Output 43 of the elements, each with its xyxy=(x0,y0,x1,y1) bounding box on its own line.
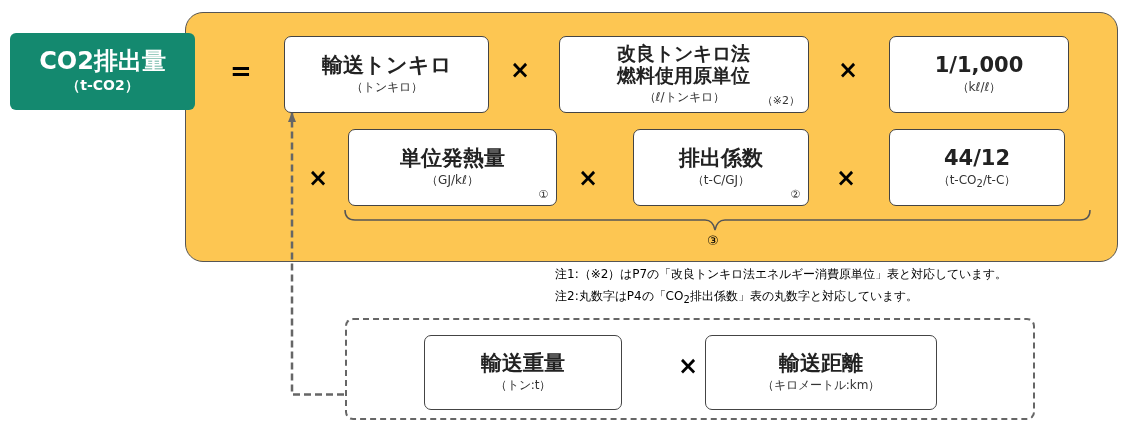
term-title: 1/1,000 xyxy=(934,52,1024,78)
multiply-sign: × xyxy=(678,352,699,380)
unit-text: （トンキロ） xyxy=(350,79,423,97)
unit-text: （kℓ/ℓ） xyxy=(956,79,1002,97)
multiply-sign: × xyxy=(308,164,329,192)
note-mark: ② xyxy=(790,188,800,201)
term-box xyxy=(889,129,1065,206)
unit-text: （トン:t） xyxy=(494,377,552,395)
unit-text: （t-C/GJ） xyxy=(691,172,751,190)
term-title: CO2排出量 xyxy=(39,47,166,76)
dashed-group-box xyxy=(345,318,1035,420)
term-box xyxy=(633,129,809,206)
note-mark: ① xyxy=(538,188,548,201)
term-box xyxy=(705,335,937,410)
result-box xyxy=(10,33,195,110)
unit-text: （t-CO2） xyxy=(66,77,139,96)
circled-number: ③ xyxy=(707,233,719,248)
term-box xyxy=(424,335,622,410)
term-title: 排出係数 xyxy=(679,145,763,171)
term-title: 改良トンキロ法燃料使用原単位 xyxy=(615,43,752,87)
dashed-arrow xyxy=(288,112,344,396)
footnote: 注1:（※2）はP7の「改良トンキロ法エネルギー消費原単位」表と対応しています。 xyxy=(555,266,1008,283)
footnote: 注2:丸数字はP4の「CO$_{2}$排出係数」表の丸数字と対応しています。 xyxy=(555,288,918,306)
unit-text: （t-CO$_{2}$/t-C） xyxy=(937,171,1017,190)
term-box xyxy=(284,36,489,113)
multiply-sign: × xyxy=(836,164,857,192)
unit-text: （GJ/kℓ） xyxy=(426,172,479,190)
term-title: 44/12 xyxy=(943,145,1011,170)
formula-panel xyxy=(185,12,1118,262)
multiply-sign: × xyxy=(838,56,859,84)
multiply-sign: × xyxy=(578,164,599,192)
unit-text: （キロメートル:km） xyxy=(761,377,881,395)
note-mark: （※2） xyxy=(761,93,800,108)
term-box xyxy=(559,36,809,113)
term-title: 単位発熱量 xyxy=(400,145,505,171)
unit-text: （ℓ/トンキロ） xyxy=(643,88,725,106)
term-box xyxy=(348,129,557,206)
term-box xyxy=(889,36,1069,113)
term-title: 輸送重量 xyxy=(481,350,565,376)
multiply-sign: × xyxy=(510,56,531,84)
term-title: 輸送トンキロ xyxy=(321,52,452,78)
equals-sign: = xyxy=(230,56,252,86)
term-title: 輸送距離 xyxy=(779,350,863,376)
